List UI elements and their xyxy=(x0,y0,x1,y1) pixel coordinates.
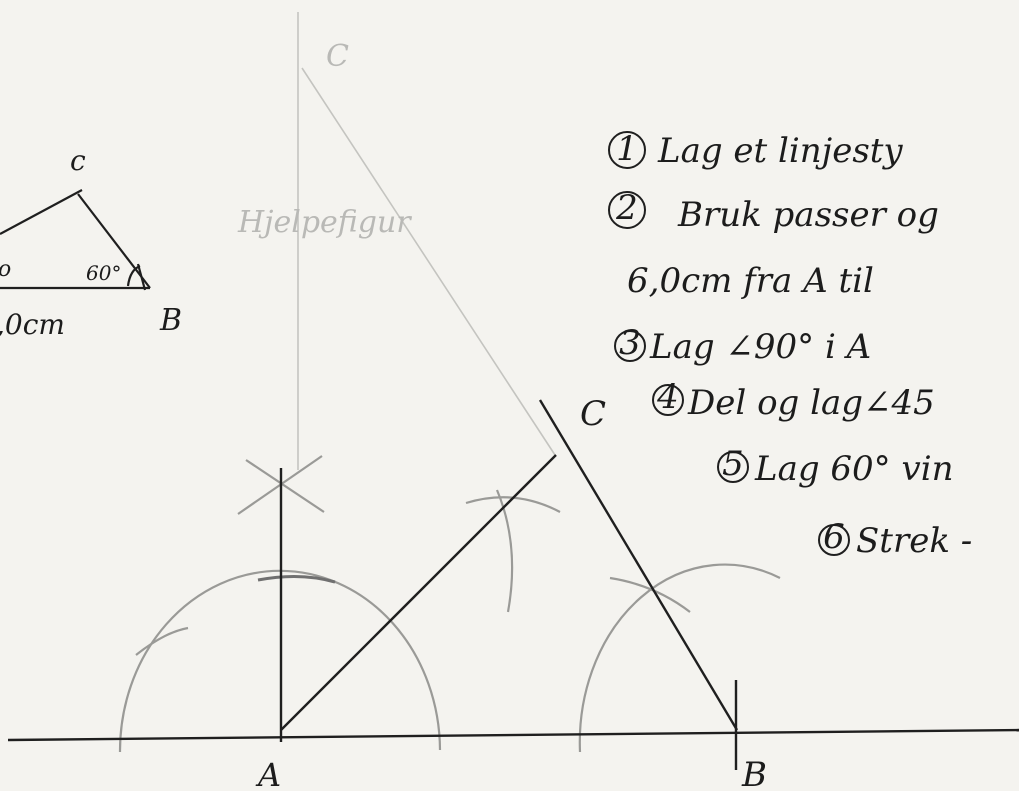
label-a: A xyxy=(255,756,281,791)
sketch-label-c: c xyxy=(70,144,86,177)
step-6: 6 Strek - xyxy=(818,517,972,561)
step-number: 2 xyxy=(615,188,638,228)
step-3: 3 Lag ∠90° i A xyxy=(614,323,871,367)
hjelpefigur-label: Hjelpefigur xyxy=(237,205,412,240)
step-number: 1 xyxy=(616,129,638,169)
sketch-side-bc xyxy=(77,193,151,289)
step-text: Strek - xyxy=(856,521,972,561)
cross-mark-2 xyxy=(245,459,325,513)
arc-45-cross xyxy=(495,489,514,613)
step-2: 2 Bruk passer og xyxy=(608,188,939,235)
step-number: 3 xyxy=(619,323,641,363)
side-ac xyxy=(280,454,557,731)
arc-a-semicircle xyxy=(118,569,442,753)
side-bc xyxy=(538,399,739,731)
sketch-angle-label: 60° xyxy=(86,261,121,285)
sketch-left-fragment: o xyxy=(0,257,11,282)
step-text: Lag 60° vin xyxy=(754,449,953,489)
step-5: 5 Lag 60° vin xyxy=(717,444,953,489)
step-text: Bruk passer og xyxy=(677,195,939,235)
step-number: 5 xyxy=(722,444,744,484)
step-1: 1 Lag et linjesty xyxy=(608,129,903,171)
arc-b-partial xyxy=(578,563,781,753)
sketch-angle-arc xyxy=(126,264,141,287)
sketch-tick xyxy=(136,263,147,291)
ghost-figure xyxy=(297,12,556,470)
step-text: Lag ∠90° i A xyxy=(649,327,871,367)
arc-tick-left xyxy=(135,626,189,656)
arc-tick-top xyxy=(257,574,336,584)
step-text: Del og lag∠45 xyxy=(687,383,935,423)
step-text: Lag et linjesty xyxy=(657,131,903,171)
label-c: C xyxy=(580,394,606,434)
baseline xyxy=(7,728,1019,742)
sketch-side-ac xyxy=(0,189,83,235)
step-text: 6,0cm fra A til xyxy=(627,261,874,301)
construction-steps: 1 Lag et linjesty 2 Bruk passer og 6,0cm… xyxy=(608,129,972,561)
reference-sketch xyxy=(0,189,151,291)
construction-arcs xyxy=(118,455,781,753)
sketch-label-b: B xyxy=(159,303,182,338)
main-figure-lines xyxy=(7,399,1019,770)
step-number: 4 xyxy=(656,377,679,417)
step-number: 6 xyxy=(823,517,845,557)
label-b: B xyxy=(741,755,767,791)
step-2-continued: 6,0cm fra A til xyxy=(627,261,874,301)
ghost-label-c: C xyxy=(326,39,349,74)
sketch-base-length: ,0cm xyxy=(0,308,65,341)
step-4: 4 Del og lag∠45 xyxy=(652,377,935,423)
